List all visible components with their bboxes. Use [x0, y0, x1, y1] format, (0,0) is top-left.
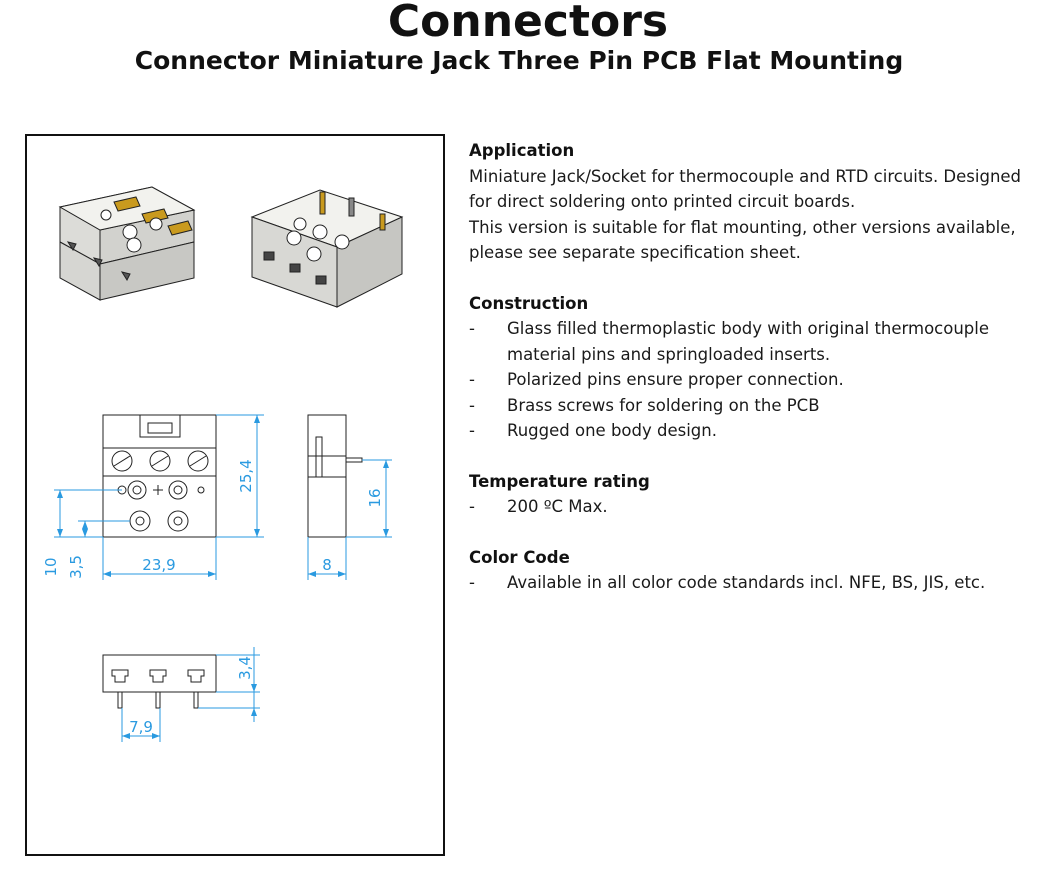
bullet-dash: - — [469, 319, 475, 338]
top-view — [102, 414, 217, 538]
color-code-list: - Available in all color code standards … — [469, 570, 1049, 596]
application-line: for direct soldering onto printed circui… — [469, 192, 856, 211]
list-item: - Polarized pins ensure proper connectio… — [469, 367, 1049, 393]
application-section: Application Miniature Jack/Socket for th… — [469, 138, 1049, 266]
dim-label-8: 8 — [322, 556, 332, 574]
dim-label-width: 23,9 — [142, 556, 175, 574]
bullet-dash: - — [469, 573, 475, 592]
bullet-dash: - — [469, 497, 475, 516]
construction-list: - Glass filled thermoplastic body with o… — [469, 316, 1049, 444]
front-view — [102, 654, 217, 709]
isometric-view-front — [58, 186, 196, 301]
dim-label-7-9: 7,9 — [129, 718, 153, 736]
dim-label-10: 10 — [42, 557, 60, 576]
construction-heading: Construction — [469, 293, 589, 313]
list-item-line: Available in all color code standards in… — [507, 573, 986, 592]
list-item: - Glass filled thermoplastic body with o… — [469, 316, 1049, 367]
bullet-dash: - — [469, 395, 475, 415]
side-view — [307, 414, 363, 538]
specification-text: Application Miniature Jack/Socket for th… — [469, 138, 1049, 621]
dim-label-height: 25,4 — [237, 459, 255, 492]
application-heading: Application — [469, 141, 575, 160]
page-title: Connectors — [387, 0, 669, 47]
list-item: - 200 ºC Max. — [469, 494, 1049, 520]
list-item: - Available in all color code standards … — [469, 570, 1049, 596]
dimension-lines: 25,4 23,9 10 3,5 16 8 3,4 7,9 — [42, 414, 392, 742]
dim-label-3-5: 3,5 — [67, 555, 85, 579]
isometric-view-rear — [250, 189, 404, 308]
connector-technical-drawing: 25,4 23,9 10 3,5 16 8 3,4 7,9 — [42, 186, 404, 742]
temperature-heading: Temperature rating — [469, 471, 650, 491]
technical-drawing-panel: 25,4 23,9 10 3,5 16 8 3,4 7,9 — [25, 134, 445, 856]
temperature-section: Temperature rating - 200 ºC Max. — [469, 469, 1049, 520]
application-line: please see separate specification sheet. — [469, 243, 801, 262]
construction-section: Construction - Glass filled thermoplasti… — [469, 291, 1049, 444]
list-item-line: material pins and springloaded inserts. — [507, 344, 831, 364]
bullet-dash: - — [469, 370, 475, 389]
color-code-heading: Color Code — [469, 547, 570, 567]
bullet-dash: - — [469, 421, 475, 440]
list-item: - Rugged one body design. — [469, 418, 1049, 444]
application-line: This version is suitable for flat mounti… — [469, 217, 1016, 237]
page-subtitle: Connector Miniature Jack Three Pin PCB F… — [134, 46, 904, 75]
temperature-list: - 200 ºC Max. — [469, 494, 1049, 520]
list-item-line: Rugged one body design. — [507, 421, 717, 440]
list-item-line: 200 ºC Max. — [507, 497, 608, 516]
list-item-line: Polarized pins ensure proper connection. — [507, 370, 844, 389]
dim-label-3-4: 3,4 — [236, 656, 254, 680]
application-line: Miniature Jack/Socket for thermocouple a… — [469, 166, 1022, 186]
dim-label-16: 16 — [366, 488, 384, 507]
color-code-section: Color Code - Available in all color code… — [469, 545, 1049, 596]
list-item-line: Glass filled thermoplastic body with ori… — [507, 319, 990, 338]
list-item-line: Brass screws for soldering on the PCB — [507, 395, 820, 415]
list-item: - Brass screws for soldering on the PCB — [469, 393, 1049, 419]
